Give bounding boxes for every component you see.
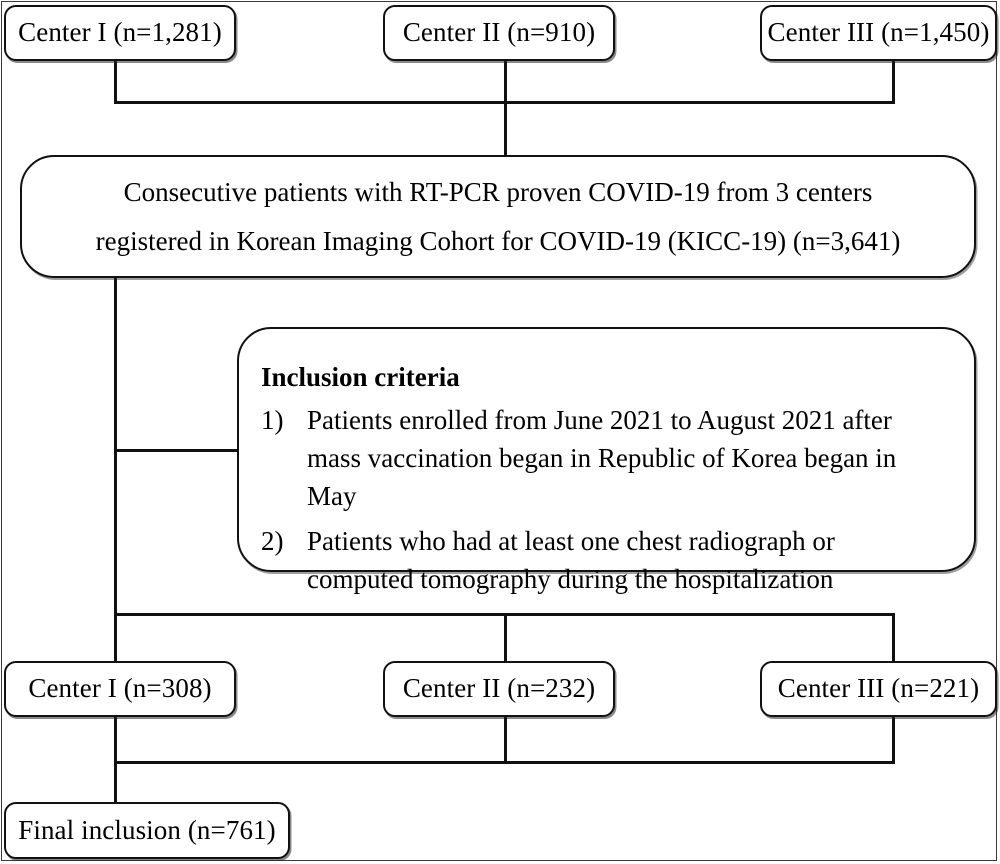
node-included-center-2-label: Center II (n=232) <box>402 673 596 704</box>
inclusion-criteria-item-1-number: 1) <box>261 404 284 435</box>
node-final-inclusion-label: Final inclusion (n=761) <box>18 814 276 845</box>
inclusion-criteria-item-1-text: Patients enrolled from June 2021 to Augu… <box>307 404 897 512</box>
node-enrolled-center-2-label: Center II (n=910) <box>402 17 596 48</box>
connector-included-center3-out <box>892 714 895 764</box>
node-final-inclusion[interactable]: Final inclusion (n=761) <box>4 802 290 859</box>
node-cohort-line-2: registered in Korean Imaging Cohort for … <box>95 225 901 256</box>
connector-final-drop <box>114 761 117 805</box>
node-enrolled-center-2[interactable]: Center II (n=910) <box>383 5 615 61</box>
connector-included-center2-drop <box>504 613 507 663</box>
node-included-center-3[interactable]: Center III (n=221) <box>760 661 997 717</box>
connector-bottom-bar <box>114 761 895 764</box>
node-enrolled-center-3-label: Center III (n=1,450) <box>767 17 990 48</box>
connector-criteria-branch <box>114 449 240 452</box>
connector-center3-drop <box>892 58 895 103</box>
node-included-center-3-label: Center III (n=221) <box>777 673 980 704</box>
node-cohort-panel[interactable]: Consecutive patients with RT-PCR proven … <box>20 155 976 278</box>
node-included-center-2[interactable]: Center II (n=232) <box>383 661 615 717</box>
connector-top-bar <box>114 101 895 104</box>
node-enrolled-center-3[interactable]: Center III (n=1,450) <box>760 5 997 61</box>
connector-center2-drop <box>504 58 507 157</box>
node-enrolled-center-1[interactable]: Center I (n=1,281) <box>4 5 236 61</box>
connector-included-center3-drop <box>892 613 895 663</box>
node-enrolled-center-1-label: Center I (n=1,281) <box>18 17 222 48</box>
connector-cohort-trunk <box>114 276 117 670</box>
node-cohort-line-1: Consecutive patients with RT-PCR proven … <box>123 176 873 207</box>
node-included-center-1-label: Center I (n=308) <box>28 673 212 704</box>
inclusion-criteria-item-2-text: Patients who had at least one chest radi… <box>307 525 835 594</box>
connector-center1-drop <box>114 58 117 103</box>
inclusion-criteria-item-2: 2) Patients who had at least one chest r… <box>261 522 944 599</box>
node-inclusion-criteria-panel[interactable]: Inclusion criteria 1) Patients enrolled … <box>237 327 976 594</box>
inclusion-criteria-list: 1) Patients enrolled from June 2021 to A… <box>261 401 944 599</box>
connector-included-center2-out <box>504 714 507 764</box>
inclusion-criteria-item-2-number: 2) <box>261 525 284 556</box>
inclusion-criteria-heading: Inclusion criteria <box>261 362 460 392</box>
node-included-center-1[interactable]: Center I (n=308) <box>4 661 236 717</box>
inclusion-criteria-item-1: 1) Patients enrolled from June 2021 to A… <box>261 401 944 516</box>
connector-included-center1-out <box>114 714 117 764</box>
